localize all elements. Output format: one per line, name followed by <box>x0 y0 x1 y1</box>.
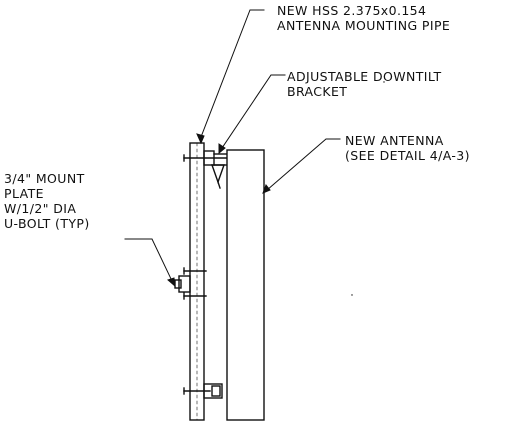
pipe-label-line1: NEW HSS 2.375x0.154 <box>277 3 427 18</box>
antenna-label: NEW ANTENNA (SEE DETAIL 4/A-3) <box>345 133 470 163</box>
bracket-label: ADJUSTABLE DOWNTILT BRACKET <box>287 69 442 99</box>
bracket-label-line2: BRACKET <box>287 84 348 99</box>
bracket-label-line1: ADJUSTABLE DOWNTILT <box>287 69 442 84</box>
pipe-label: NEW HSS 2.375x0.154 ANTENNA MOUNTING PIP… <box>277 3 450 33</box>
mount-plate-middle <box>174 267 207 300</box>
downtilt-bracket <box>183 150 227 189</box>
mount-plate-label: 3/4" MOUNT PLATE W/1/2" DIA U-BOLT (TYP) <box>4 171 90 231</box>
mount-plate-label-line1: 3/4" MOUNT <box>4 171 85 186</box>
mount-plate-bottom <box>183 383 223 399</box>
mount-plate-label-line3: W/1/2" DIA <box>4 201 77 216</box>
antenna-label-line2: (SEE DETAIL 4/A-3) <box>345 148 470 163</box>
leader-lines <box>124 9 341 288</box>
pipe-label-line2: ANTENNA MOUNTING PIPE <box>277 18 451 33</box>
mounting-pipe <box>189 142 205 421</box>
mount-plate-label-line4: U-BOLT (TYP) <box>4 216 90 231</box>
mount-plate-label-line2: PLATE <box>4 186 44 201</box>
antenna-label-line1: NEW ANTENNA <box>345 133 444 148</box>
antenna-body <box>226 149 265 421</box>
